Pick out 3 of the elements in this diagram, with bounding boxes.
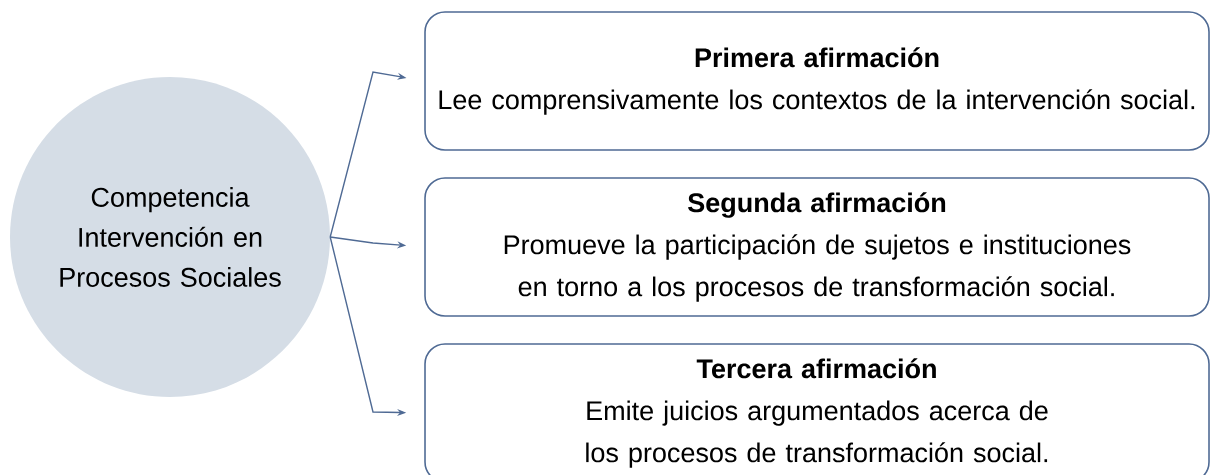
statement-box: Tercera afirmación Emite juicios argumentados acerca de los procesos de transformación social. — [424, 343, 1210, 475]
statement-box: Primera afirmación Lee comprensivamente los contextos de la intervención social. — [424, 11, 1210, 151]
statement-box: Segunda afirmación Promueve la participación de sujetos e instituciones en torno a los procesos de transformación social. — [424, 177, 1210, 317]
